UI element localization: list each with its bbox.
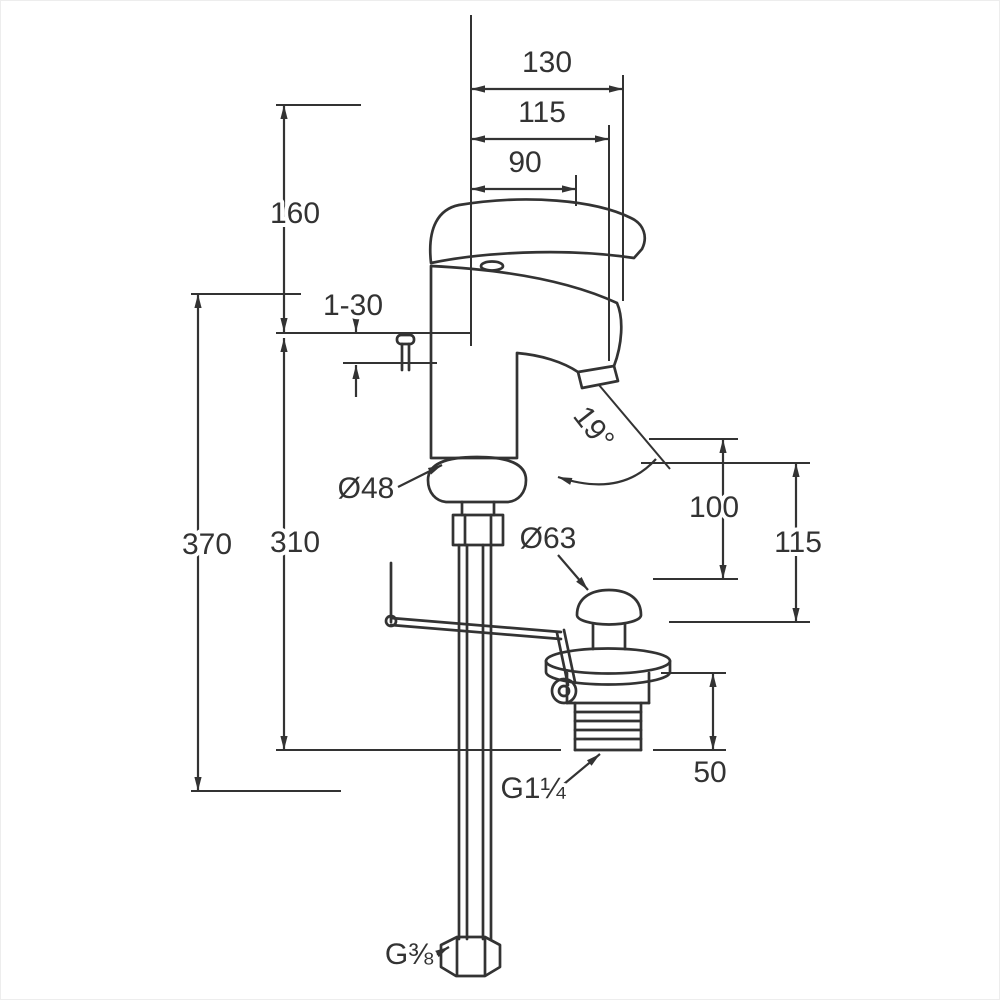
leader-d48 <box>397 464 443 488</box>
hose-connector <box>439 935 502 978</box>
dimension-lines <box>194 85 800 791</box>
dim-label-g38: G⅜ <box>385 938 434 971</box>
supply-hoses <box>457 543 493 941</box>
aerator-seam <box>576 364 616 374</box>
dim-label-160: 160 <box>270 197 320 230</box>
dim-label-d63: Ø63 <box>520 522 577 555</box>
leader-g38 <box>429 946 450 959</box>
lift-rod-knob <box>395 333 416 346</box>
dim-label-310: 310 <box>270 526 320 559</box>
pivot-ball <box>550 677 578 705</box>
dim-label-deck: 1-30 <box>323 289 383 322</box>
mounting-hex-nut <box>451 513 505 547</box>
dim-label-g114: G1¼ <box>500 772 566 805</box>
leader-d63 <box>557 554 589 591</box>
dim-label-130: 130 <box>522 46 572 79</box>
dim-label-115-top: 115 <box>518 96 566 129</box>
spray-angle-line <box>598 384 671 470</box>
dim-label-90: 90 <box>508 146 541 179</box>
faucet-outline <box>395 198 646 978</box>
base-escutcheon <box>426 455 528 504</box>
dim-label-d48: Ø48 <box>338 472 395 505</box>
dim-label-100: 100 <box>689 491 739 524</box>
leader-g114 <box>563 753 601 785</box>
dim-label-50: 50 <box>693 756 726 789</box>
drain-cap <box>575 588 643 626</box>
faucet-body-spout <box>429 264 623 460</box>
drain-tailpiece <box>573 701 643 752</box>
angle-arc <box>557 458 657 486</box>
faucet-handle <box>428 198 646 265</box>
drain-assembly <box>544 588 672 752</box>
drain-flange <box>544 647 672 675</box>
dim-label-370: 370 <box>182 528 232 561</box>
dim-label-angle: 19° <box>567 400 621 456</box>
leader-lines <box>397 458 657 959</box>
pop-up-linkage <box>384 561 578 705</box>
drain-body <box>565 671 651 705</box>
dim-label-115-right: 115 <box>774 526 822 559</box>
